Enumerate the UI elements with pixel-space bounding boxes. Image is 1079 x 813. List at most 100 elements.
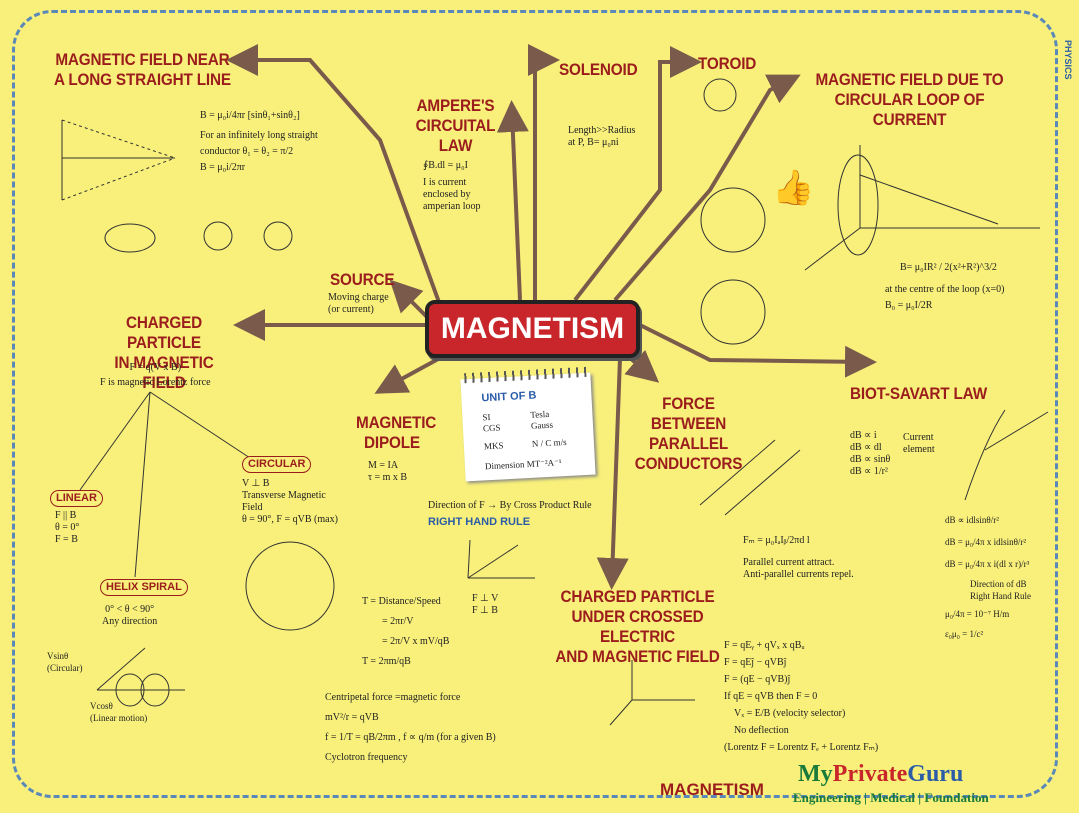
parallel-title-1: FORCE BETWEEN	[650, 394, 727, 433]
thumbs-up-icon: 👍	[772, 170, 815, 207]
arrow-biot	[639, 323, 877, 378]
ampere-f1: ∮B.dl = μ₀I	[423, 160, 468, 171]
circular-formulas: V ⊥ B Transverse Magnetic Field θ = 90°,…	[242, 478, 338, 526]
crossed-f3: F = (qE − qVB)ĵ	[724, 674, 791, 685]
helix-formulas: 0° < θ < 90° Any direction	[102, 604, 157, 628]
ampere-f4: amperian loop	[423, 201, 481, 212]
dipole-title: MAGNETIC DIPOLE	[356, 413, 436, 453]
parallel-f1: Fₘ = μ₀IₐIᵦ/2πd l	[743, 535, 810, 546]
physics-side-label: PHYSICS	[1063, 40, 1073, 80]
loop-f2: at the centre of the loop (x=0)	[885, 284, 1005, 295]
crossed-f6: No deflection	[734, 725, 789, 736]
circular-f4: θ = 90°, F = qVB (max)	[242, 514, 338, 525]
unit-si-label: SI	[482, 411, 491, 423]
arrow-crossed	[596, 357, 629, 590]
ampere-formulas: ∮B.dl = μ₀I I is current enclosed by amp…	[423, 160, 480, 213]
circular-f1: V ⊥ B	[242, 478, 270, 489]
arrow-ampere	[496, 100, 529, 301]
charged-f1: F = q(V x B)	[129, 362, 182, 373]
crossed-formulas: F = qEᵧ + qVₓ x qBᵤ F = qEĵ − qVBĵ F = (…	[724, 640, 878, 754]
arrow-long-line	[226, 44, 442, 306]
crossed-title-3: AND MAGNETIC FIELD	[555, 647, 720, 666]
long-line-f1: B = μ₀i/4πr [sinθ₁+sinθ₂]	[200, 110, 300, 121]
circular-f3: Field	[242, 502, 263, 513]
helix-f5: Vcosθ	[90, 701, 113, 711]
long-line-title-1: MAGNETIC FIELD NEAR	[55, 50, 230, 69]
long-line-formulas: B = μ₀i/4πr [sinθ₁+sinθ₂] For an infinit…	[200, 110, 318, 174]
arrow-loop	[613, 74, 801, 302]
arrow-dipole	[374, 356, 441, 394]
loop-formulas: B= μ₀IR² / 2(x²+R²)^3/2 at the centre of…	[885, 262, 1004, 312]
crossed-f2: F = qEĵ − qVBĵ	[724, 657, 787, 668]
linear-f3: F = B	[55, 534, 78, 545]
charged-f2: F is magnetic Lorentz force	[100, 377, 211, 388]
biot-f13: ε₀μ₀ = 1/c²	[945, 629, 984, 639]
biot-f8: dB = μ₀/4π x idlsinθ/r²	[945, 537, 1027, 547]
biot-f6: element	[903, 444, 935, 455]
footer-topic: MAGNETISM	[660, 780, 764, 799]
circular-f2: Transverse Magnetic	[242, 490, 326, 501]
biot-f10: Direction of dB	[970, 579, 1027, 589]
ampere-title-1: AMPERE'S	[416, 96, 495, 115]
dipole-formulas: M = IA τ = m x B	[368, 460, 407, 484]
dipole-f1: M = IA	[368, 460, 399, 471]
source-formulas: Moving charge (or current)	[328, 292, 389, 316]
long-line-f2: For an infinitely long straight	[200, 130, 318, 141]
helix-f3: Vsinθ	[47, 651, 69, 661]
dipole-f2: τ = m x B	[368, 472, 408, 483]
linear-tag: LINEAR	[50, 490, 103, 507]
loop-title-1: MAGNETIC FIELD DUE TO	[815, 70, 1004, 89]
source-f2: (or current)	[328, 304, 374, 315]
circular-tag: CIRCULAR	[242, 456, 312, 473]
solenoid-f1: Length>>Radius	[568, 125, 636, 136]
brand-logo: MyPrivateGuru	[798, 760, 963, 788]
charged-title: CHARGED PARTICLE IN MAGNETIC FIELD	[92, 313, 236, 393]
rhr-perp: F ⊥ V F ⊥ B	[472, 593, 498, 617]
unit-mks-value: N / C m/s	[531, 437, 567, 449]
crossed-f7: (Lorentz F = Lorentz Fₑ + Lorentz Fₘ)	[724, 742, 879, 753]
unit-dimension: Dimension MT⁻²A⁻¹	[484, 457, 562, 472]
crossed-title-1: CHARGED PARTICLE	[560, 587, 715, 606]
linear-f1: F || B	[55, 510, 77, 521]
cyc-f6: mV²/r = qVB	[325, 712, 379, 723]
biot-f5: Current	[903, 432, 934, 443]
brand-tagline: Engineering | Medical | Foundation	[793, 790, 989, 805]
charged-title-2: IN MAGNETIC FIELD	[114, 353, 214, 392]
unit-title: UNIT OF B	[481, 389, 537, 405]
ampere-f2: I is current	[423, 177, 467, 188]
biot-f2: dB ∝ dl	[850, 442, 882, 453]
rhr-direction: Direction of F → By Cross Product Rule	[428, 500, 592, 511]
brand-private: Private	[832, 761, 908, 787]
biot-f3: dB ∝ sinθ	[850, 454, 891, 465]
linear-f2: θ = 0°	[55, 522, 80, 533]
parallel-title: FORCE BETWEEN PARALLEL CONDUCTORS	[630, 394, 747, 474]
cyclotron-formulas: Centripetal force =magnetic force mV²/r …	[325, 692, 496, 764]
loop-f1: B= μ₀IR² / 2(x²+R²)^3/2	[900, 262, 997, 273]
loop-title: MAGNETIC FIELD DUE TO CIRCULAR LOOP OF C…	[815, 70, 1004, 130]
center-topic: MAGNETISM	[425, 300, 640, 358]
helix-vsin: Vsinθ (Circular)	[47, 650, 82, 674]
rhr-f3: F ⊥ B	[472, 605, 498, 616]
parallel-formulas: Fₘ = μ₀IₐIᵦ/2πd l Parallel current attra…	[743, 535, 854, 581]
crossed-title: CHARGED PARTICLE UNDER CROSSED ELECTRIC …	[552, 587, 723, 667]
cyc-f8: Cyclotron frequency	[325, 752, 408, 763]
crossed-f1: F = qEᵧ + qVₓ x qBᵤ	[724, 640, 805, 651]
biot-f11: Right Hand Rule	[970, 591, 1031, 601]
solenoid-formulas: Length>>Radius at P, B= μ₀ni	[568, 125, 635, 149]
biot-f1: dB ∝ i	[850, 430, 877, 441]
unit-gauss: Gauss	[530, 419, 554, 431]
cyc-f1: T = Distance/Speed	[362, 596, 441, 607]
helix-f1: 0° < θ < 90°	[105, 604, 155, 615]
rhr-title: RIGHT HAND RULE	[428, 516, 531, 528]
brand-my: My	[798, 761, 833, 787]
linear-formulas: F || B θ = 0° F = B	[55, 510, 79, 546]
long-line-title: MAGNETIC FIELD NEAR A LONG STRAIGHT LINE	[54, 50, 231, 90]
crossed-f4: If qE = qVB then F = 0	[724, 691, 818, 702]
ampere-f3: enclosed by	[423, 189, 471, 200]
biot-proportions: dB ∝ i dB ∝ dl dB ∝ sinθ dB ∝ 1/r²	[850, 430, 890, 478]
unit-mks: MKS	[483, 440, 504, 452]
unit-of-b-card: UNIT OF B SI Tesla CGS Gauss MKS N / C m…	[460, 366, 596, 482]
crossed-f5: Vₓ = E/B (velocity selector)	[734, 708, 846, 719]
